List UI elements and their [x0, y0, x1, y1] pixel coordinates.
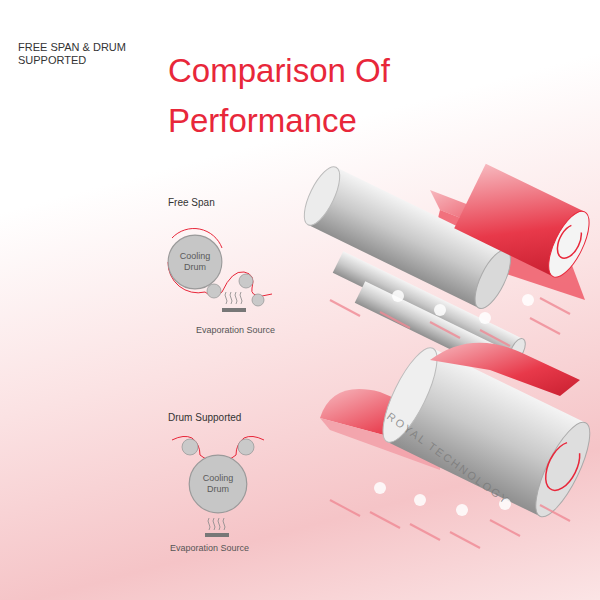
- drum-label: Cooling Drum: [195, 473, 241, 495]
- source-label: Evaporation Source: [170, 543, 249, 553]
- title: Comparison Of Performance: [168, 46, 438, 146]
- cooling-drum: Cooling Drum: [188, 454, 248, 514]
- cooling-drum: Cooling Drum: [167, 234, 223, 290]
- free-span-illustration: [297, 162, 597, 371]
- section-tag: FREE SPAN & DRUM SUPPORTED: [18, 41, 148, 67]
- section-heading: Drum Supported: [168, 412, 241, 423]
- section-heading: Free Span: [168, 197, 215, 208]
- drum-supported-illustration: [320, 341, 600, 548]
- source-label: Evaporation Source: [196, 325, 275, 335]
- web-path: [168, 229, 272, 296]
- drum-label: Cooling Drum: [174, 251, 216, 273]
